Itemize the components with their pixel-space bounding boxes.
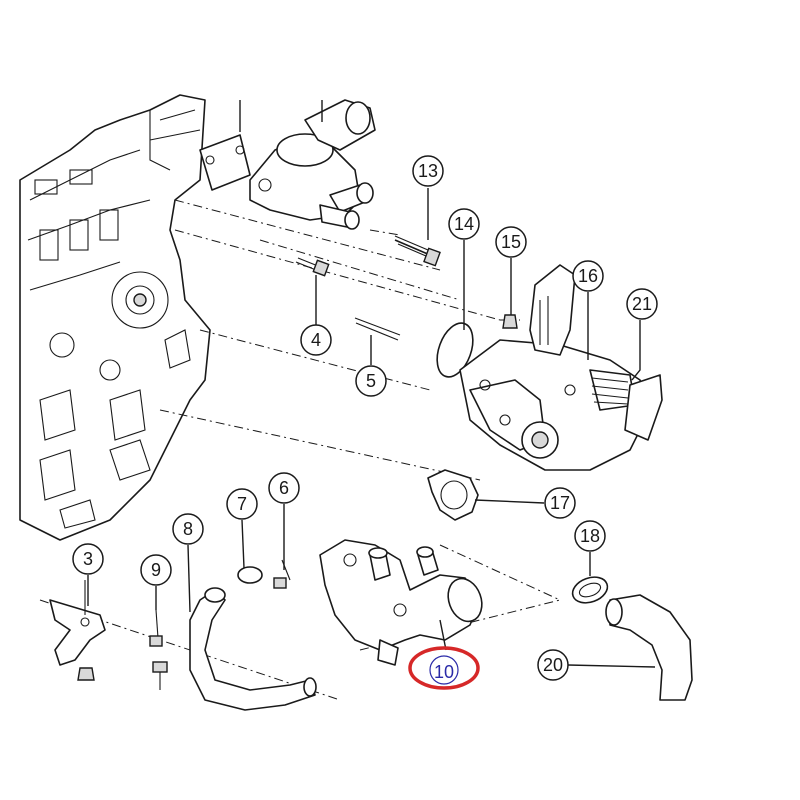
svg-text:14: 14 <box>454 214 474 234</box>
svg-text:6: 6 <box>279 478 289 498</box>
water-pump <box>459 264 663 471</box>
bolt-13 <box>394 235 441 267</box>
hose-clamp-18 <box>571 576 609 604</box>
callout-21: 21 <box>626 288 658 320</box>
svg-text:5: 5 <box>366 371 376 391</box>
hose-pipe-8 <box>189 587 317 711</box>
svg-text:10: 10 <box>434 662 454 682</box>
svg-text:9: 9 <box>151 560 161 580</box>
svg-text:20: 20 <box>543 655 563 675</box>
stud-5 <box>354 317 401 341</box>
callout-18: 18 <box>574 520 606 552</box>
callout-6: 6 <box>268 472 300 504</box>
bolt-4 <box>295 257 330 277</box>
callout-20: 20 <box>537 649 569 681</box>
callout-5: 5 <box>355 365 387 397</box>
svg-text:7: 7 <box>237 494 247 514</box>
callout-17: 17 <box>544 487 576 519</box>
callout-10[interactable]: 10 <box>429 655 459 685</box>
coolant-outlet-housing-10 <box>319 539 483 666</box>
svg-text:3: 3 <box>83 549 93 569</box>
callout-14: 14 <box>448 208 480 240</box>
bracket-3 <box>49 580 168 690</box>
gasket-17 <box>427 469 479 521</box>
bolt-6 <box>273 559 291 589</box>
engine-block <box>19 94 211 541</box>
svg-text:13: 13 <box>418 161 438 181</box>
callout-9: 9 <box>140 554 172 586</box>
callout-15: 15 <box>495 226 527 258</box>
highlight-ring <box>408 646 480 690</box>
svg-text:4: 4 <box>311 330 321 350</box>
leader-lines <box>87 188 656 668</box>
callout-3: 3 <box>72 543 104 575</box>
o-ring-7 <box>237 566 263 584</box>
callout-13: 13 <box>412 155 444 187</box>
svg-text:16: 16 <box>578 266 598 286</box>
bolt-9 <box>149 609 163 647</box>
svg-text:15: 15 <box>501 232 521 252</box>
svg-text:17: 17 <box>550 493 570 513</box>
svg-text:21: 21 <box>632 294 652 314</box>
coolant-hose-20 <box>605 594 693 701</box>
thermostat-housing <box>199 99 376 230</box>
callout-16: 16 <box>572 260 604 292</box>
callout-8: 8 <box>172 513 204 545</box>
svg-text:8: 8 <box>183 519 193 539</box>
svg-text:18: 18 <box>580 526 600 546</box>
callout-4: 4 <box>300 324 332 356</box>
callout-7: 7 <box>226 488 258 520</box>
